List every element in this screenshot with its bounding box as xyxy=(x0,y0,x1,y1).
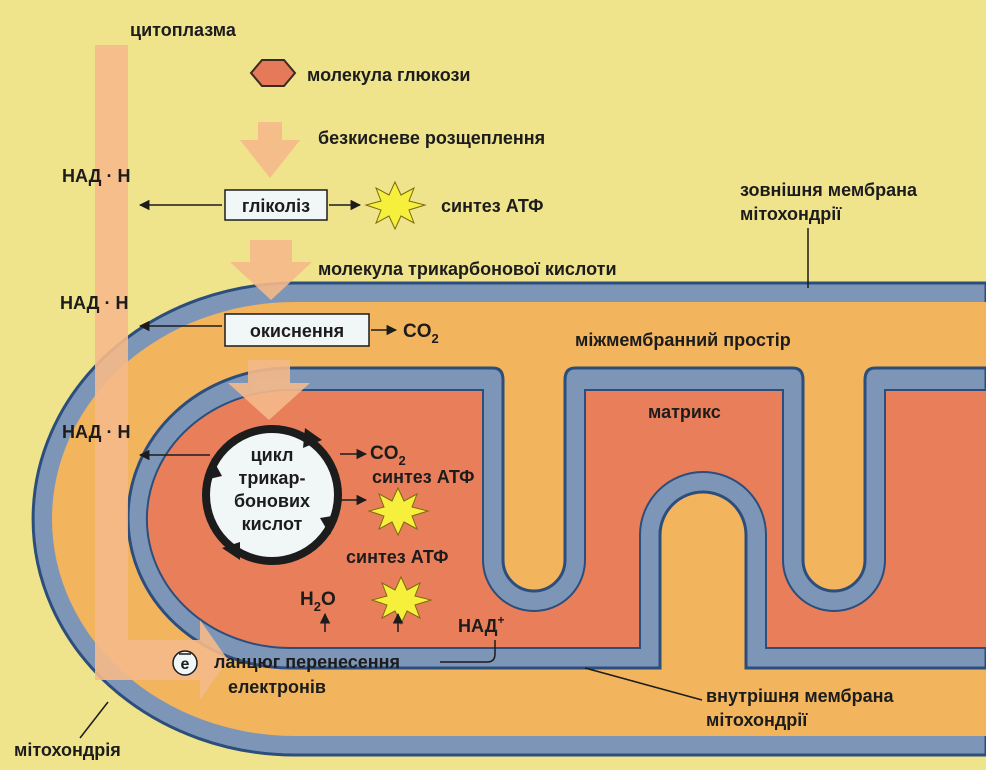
atp-label-3: синтез АТФ xyxy=(346,547,449,567)
etc-label-1: ланцюг перенесення xyxy=(214,652,400,672)
outer-membrane-label-2: мітохондрії xyxy=(740,204,842,224)
outer-membrane-label-1: зовнішня мембрана xyxy=(740,180,918,200)
etc-label-2: електронів xyxy=(228,677,326,697)
glucose-icon xyxy=(251,60,295,86)
electron-symbol: e xyxy=(181,656,190,673)
atp-label-2: синтез АТФ xyxy=(372,467,475,487)
cycle-label-4: кислот xyxy=(242,514,303,534)
nadh-label-1: НАД · Н xyxy=(62,166,130,186)
inner-membrane-label-2: мітохондрії xyxy=(706,710,808,730)
glucose-label: молекула глюкози xyxy=(307,65,470,85)
cycle-label-1: цикл xyxy=(251,445,294,465)
cycle-label-3: бонових xyxy=(234,491,310,511)
inner-membrane-label-1: внутрішня мембрана xyxy=(706,686,895,706)
cycle-label-2: трикар- xyxy=(239,468,306,488)
cytoplasm-label: цитоплазма xyxy=(130,20,237,40)
nadh-label-2: НАД · Н xyxy=(60,293,128,313)
oxidation-label: окиснення xyxy=(250,321,344,341)
mitochondrion-label: мітохондрія xyxy=(14,740,121,760)
matrix-label: матрикс xyxy=(648,402,721,422)
glycolysis-label: гліколіз xyxy=(242,196,310,216)
atp-label-1: синтез АТФ xyxy=(441,196,544,216)
nadh-label-3: НАД · Н xyxy=(62,422,130,442)
intermembrane-space-label: міжмембранний простір xyxy=(575,330,791,350)
tricarboxylic-molecule-label: молекула трикарбонової кислоти xyxy=(318,259,617,279)
mitochondrion-body xyxy=(33,283,986,755)
anaerobic-label: безкисневе розщеплення xyxy=(318,128,545,148)
